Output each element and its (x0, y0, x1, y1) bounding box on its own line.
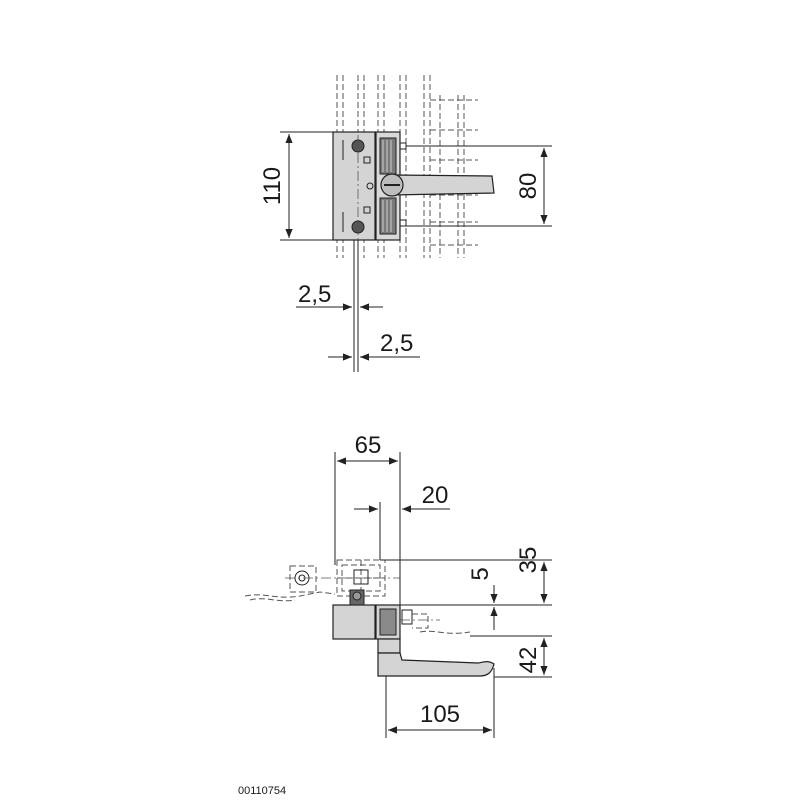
striker-plate-side (375, 604, 471, 640)
lock-body-side (332, 604, 376, 640)
dimension-5-label: 5 (467, 567, 494, 580)
dimension-80: 80 (406, 145, 552, 227)
top-view: 110 80 2,5 2,5 (259, 75, 552, 372)
dimension-vertical-stack: 5 35 42 (380, 547, 552, 678)
dimension-offset-2-5: 2,5 2,5 (296, 240, 420, 372)
dimension-80-label: 80 (515, 173, 542, 200)
drawing-number: 00110754 (238, 785, 286, 797)
dimension-105-label: 105 (420, 701, 460, 728)
dimension-offset-b-label: 2,5 (380, 330, 413, 357)
dimension-110-label: 110 (259, 167, 286, 205)
lever-handle-front (380, 173, 495, 197)
dimension-105: 105 (385, 668, 495, 738)
dimension-110: 110 (259, 131, 333, 241)
profile-section-hidden-lines (244, 559, 400, 602)
lever-handle-side (377, 638, 495, 677)
dimension-65-label: 65 (355, 432, 382, 459)
dimension-20: 20 (354, 482, 450, 560)
dimension-offset-a-label: 2,5 (298, 281, 331, 308)
dimension-35-label: 35 (515, 547, 542, 574)
dimension-65: 65 (334, 432, 401, 605)
side-view: 65 20 5 35 42 (244, 432, 552, 738)
dimension-20-label: 20 (422, 482, 449, 509)
dimension-42-label: 42 (515, 647, 542, 674)
